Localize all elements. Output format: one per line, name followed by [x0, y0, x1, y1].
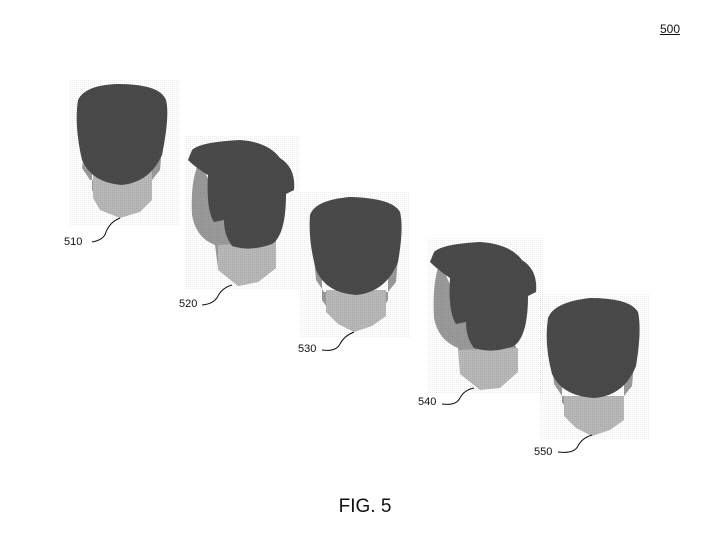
- label-550: 550: [534, 446, 553, 458]
- head-520: [185, 135, 300, 306]
- figure-caption: FIG. 5: [338, 496, 392, 517]
- label-530: 530: [298, 343, 317, 355]
- head-530: [300, 192, 410, 351]
- head-510: [70, 80, 180, 243]
- label-520: 520: [179, 298, 198, 310]
- head-540: [428, 238, 543, 405]
- figure-number: 500: [660, 22, 681, 36]
- label-540: 540: [418, 396, 437, 408]
- label-510: 510: [64, 236, 83, 248]
- head-550: [540, 294, 650, 453]
